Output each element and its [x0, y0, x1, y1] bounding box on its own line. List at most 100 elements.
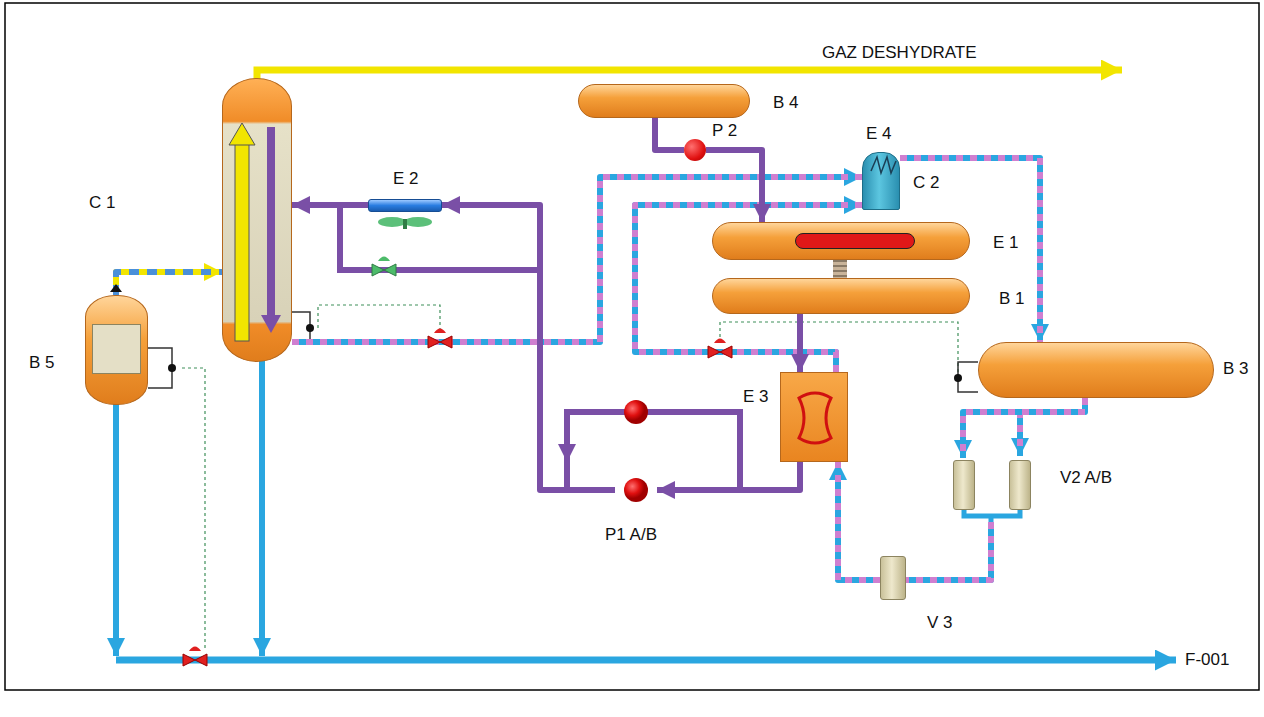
drawing-part [235, 141, 249, 341]
drawing-part [434, 329, 446, 334]
still-column: C 2 [862, 152, 900, 210]
equipment-tag: V2 A/B [1060, 468, 1112, 487]
exchanger-symbol [781, 373, 849, 463]
equipment-tag: E 3 [743, 387, 769, 406]
pipe-line [116, 272, 222, 295]
drawing-part [229, 123, 255, 145]
equipment-tag: B 5 [29, 353, 55, 372]
equipment-tag: B 4 [773, 93, 799, 112]
pipe-line [657, 462, 800, 490]
pipe-line [655, 118, 684, 150]
filter-vessel [953, 460, 975, 510]
process-pipe [706, 150, 762, 222]
process-pipe [838, 462, 880, 580]
column-flow-arrows [223, 79, 293, 363]
pipe-stripe [116, 272, 222, 295]
pipe-line [838, 462, 880, 580]
equipment-tag: C 2 [913, 173, 939, 192]
drawing-part [708, 346, 732, 358]
flow-arrow [564, 430, 570, 462]
filter-vessel: V 3 [880, 556, 906, 600]
pipe-line [442, 205, 615, 490]
stream-label: F-001 [1185, 650, 1229, 669]
filter-vessel [1009, 460, 1031, 510]
filter-pair: V2 A/B [948, 458, 1034, 522]
equipment-tag: P1 A/B [605, 525, 657, 544]
control-valve [183, 647, 207, 667]
storage-drum: B 4 [578, 84, 750, 118]
process-pipe [442, 205, 615, 490]
drawing-part [378, 217, 406, 227]
pipe-line [797, 314, 803, 372]
drawing-part [964, 510, 1020, 522]
process-pipe [657, 462, 800, 490]
process-pipe [292, 205, 368, 206]
control-valve [708, 339, 732, 359]
branch-pipe-stripe [963, 412, 1020, 452]
gas-pipe [257, 70, 1122, 80]
drawing-part [168, 364, 176, 372]
fan-symbol [378, 217, 432, 229]
liquid-pipe [259, 360, 265, 656]
process-pipe [116, 272, 222, 295]
equipment-tag: B 1 [999, 289, 1025, 308]
equipment-tag: E 2 [393, 169, 419, 188]
process-pipe [840, 260, 841, 278]
drawing-part [378, 257, 390, 262]
equipment-tag: B 3 [1223, 359, 1249, 378]
heat-exchanger: E 3 [780, 372, 848, 462]
pump-symbols [615, 400, 657, 505]
drawing-part [428, 336, 452, 348]
drum-band [92, 324, 141, 374]
drawing-part [261, 315, 281, 333]
pipe-line [833, 260, 847, 278]
drawing-part [871, 157, 896, 173]
reboiler-drum: E 1 [712, 222, 970, 260]
drawing-part [403, 219, 407, 229]
process-pipe [655, 118, 684, 150]
drawing-part [624, 400, 648, 424]
contactor-column: C 1 [222, 78, 292, 362]
equipment-tag: C 1 [89, 193, 115, 212]
equipment-tag: V 3 [927, 613, 953, 632]
drawing-part [404, 217, 432, 227]
control-valve [428, 329, 452, 349]
drawing-part [183, 654, 207, 666]
drawing-part [624, 478, 648, 502]
pipe-stripe [833, 260, 847, 278]
liquid-pipe [113, 404, 119, 656]
control-line [182, 305, 958, 650]
flash-drum: B 3 [978, 342, 1214, 398]
drawing-part [318, 305, 440, 334]
pipe-line [906, 522, 991, 580]
bypass-pipe [340, 205, 540, 270]
pipe-line [292, 202, 368, 208]
drawing-part [954, 374, 962, 382]
air-cooler: E 2 [368, 199, 442, 212]
equipment-tag: E 1 [993, 233, 1019, 252]
process-pipe [963, 398, 1085, 458]
pump-pair: P1 A/B [615, 400, 657, 505]
drawing-part [267, 127, 275, 317]
liquid-pipe [116, 657, 1176, 664]
pipe-line [706, 150, 762, 222]
branch-pipe [963, 412, 1020, 456]
pipe-stripe [963, 398, 1085, 458]
pipe-line [963, 398, 1085, 458]
drawing-part [799, 393, 831, 443]
process-pipe [906, 522, 991, 580]
drawing-part [182, 368, 205, 650]
scrubber-drum: B 5 [85, 295, 148, 405]
process-pipe [800, 314, 801, 372]
stream-label: E 4 [866, 124, 892, 143]
pipe-stripe [906, 522, 991, 580]
drawing-part [714, 339, 726, 344]
stream-label: GAZ DESHYDRATE [822, 43, 977, 62]
condenser-coil [863, 153, 901, 183]
pipe-stripe [838, 462, 880, 580]
equipment-tag: P 2 [712, 121, 737, 140]
fire-tube [795, 233, 915, 249]
drawing-part [189, 647, 201, 652]
drawing-part [306, 324, 314, 332]
